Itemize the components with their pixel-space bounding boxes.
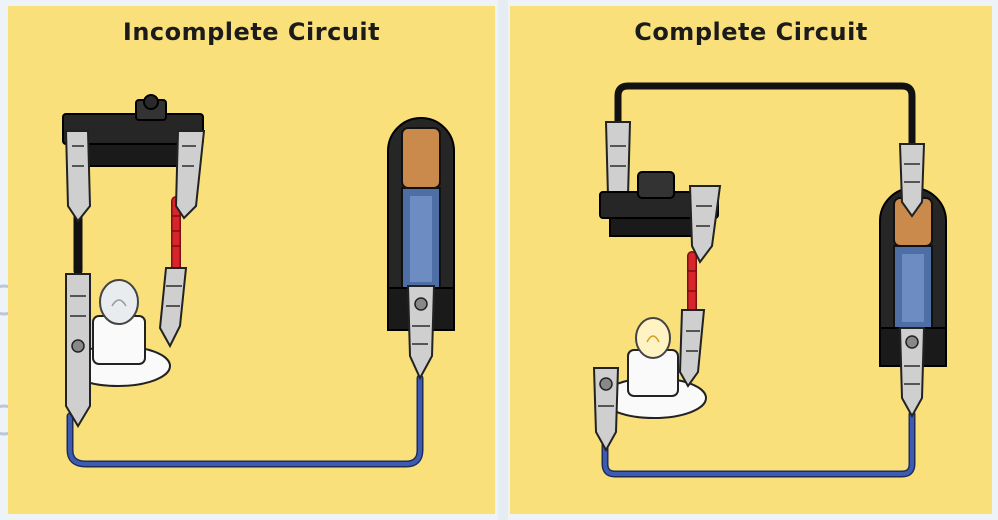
- blue-wire: [605, 414, 912, 474]
- black-wire: [618, 86, 912, 146]
- incomplete-circuit-illustration: [8, 6, 495, 514]
- crocodile-clip-icon: [408, 286, 434, 378]
- complete-circuit-panel: Complete Circuit: [510, 6, 992, 514]
- incomplete-circuit-panel: Incomplete Circuit: [8, 6, 495, 514]
- complete-circuit-illustration: [510, 6, 992, 514]
- blue-wire: [70, 378, 420, 464]
- crocodile-clip-icon: [690, 186, 720, 262]
